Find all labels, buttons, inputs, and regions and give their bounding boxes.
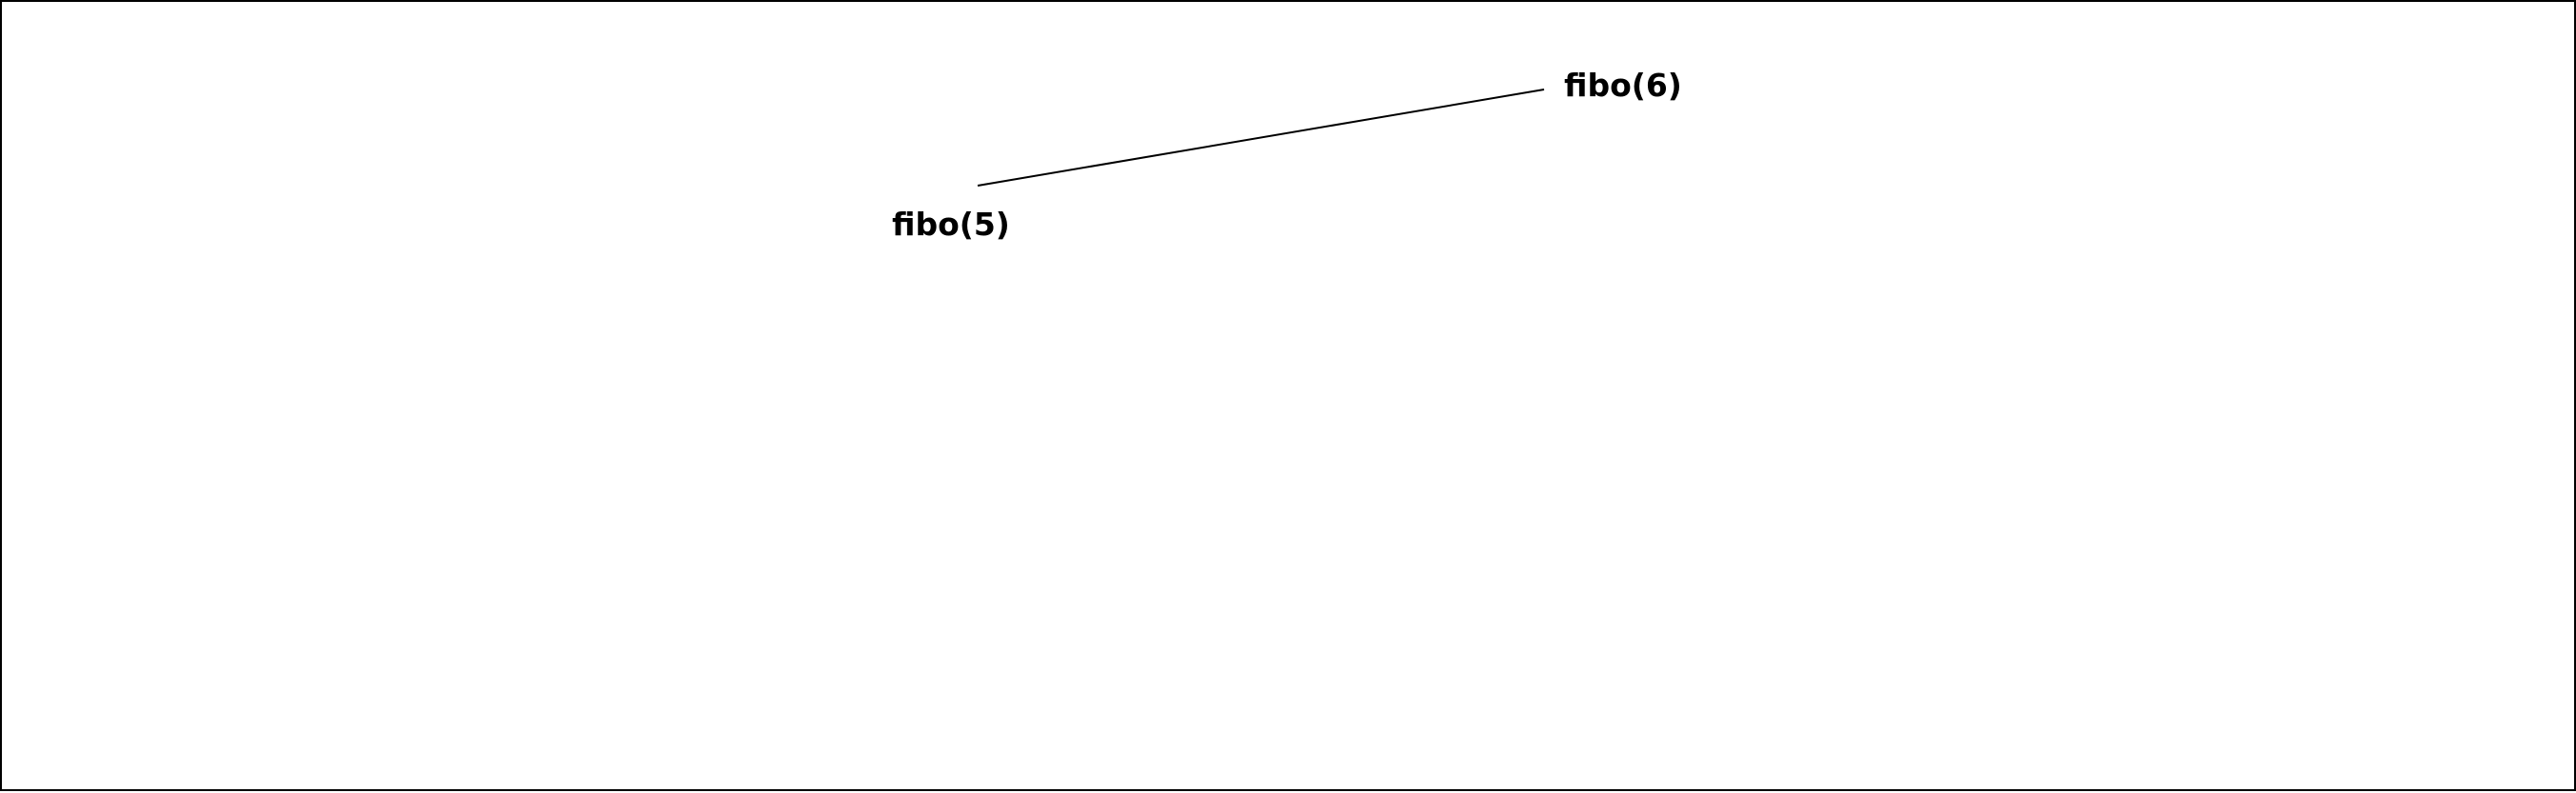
node-fibo-5: fibo(5) — [892, 206, 1010, 243]
edge-fibo-6-to-fibo-5 — [977, 89, 1545, 187]
node-fibo-6: fibo(6) — [1564, 67, 1682, 104]
